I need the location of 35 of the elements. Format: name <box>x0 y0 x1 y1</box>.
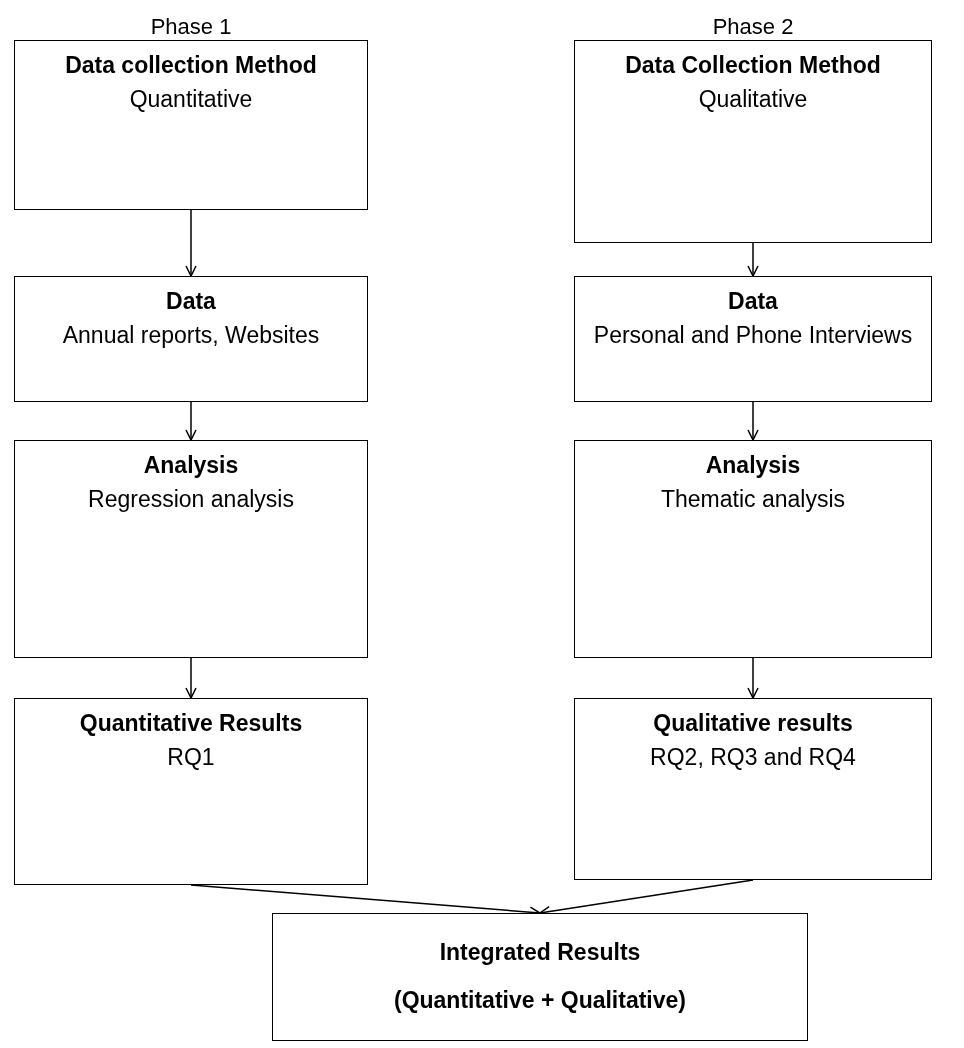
box-text: (Quantitative + Qualitative) <box>393 986 686 1015</box>
process-box <box>574 440 932 658</box>
box-text: Quantitative <box>129 84 253 114</box>
process-box <box>14 276 368 402</box>
phase-label: Phase 2 <box>712 14 794 40</box>
box-heading: Analysis <box>143 451 239 480</box>
box-heading: Data Collection Method <box>625 51 881 80</box>
process-box <box>574 40 932 243</box>
process-box <box>14 440 368 658</box>
process-box <box>574 276 932 402</box>
box-text: Annual reports, Websites <box>62 320 320 350</box>
box-heading: Analysis <box>705 451 801 480</box>
process-box <box>272 913 808 1041</box>
arrow <box>185 401 197 441</box>
arrow <box>747 242 759 277</box>
box-heading: Data <box>166 287 216 316</box>
box-text: Personal and Phone Interviews <box>593 320 913 350</box>
arrow <box>747 401 759 441</box>
arrow <box>185 209 197 277</box>
arrow <box>747 657 759 699</box>
process-box <box>14 698 368 885</box>
arrow <box>185 657 197 699</box>
box-heading: Data <box>728 287 778 316</box>
box-text: Regression analysis <box>88 484 294 514</box>
phase-label: Phase 1 <box>150 14 232 40</box>
process-box <box>574 698 932 880</box>
box-heading: Qualitative results <box>653 709 853 738</box>
box-heading: Integrated Results <box>439 938 641 968</box>
box-text: RQ2, RQ3 and RQ4 <box>650 742 856 772</box>
process-box <box>14 40 368 210</box>
box-heading: Quantitative Results <box>79 709 303 738</box>
box-heading: Data collection Method <box>65 51 317 80</box>
box-text: Qualitative <box>698 84 808 114</box>
box-text: RQ1 <box>167 742 215 772</box>
box-text: Thematic analysis <box>660 484 846 514</box>
